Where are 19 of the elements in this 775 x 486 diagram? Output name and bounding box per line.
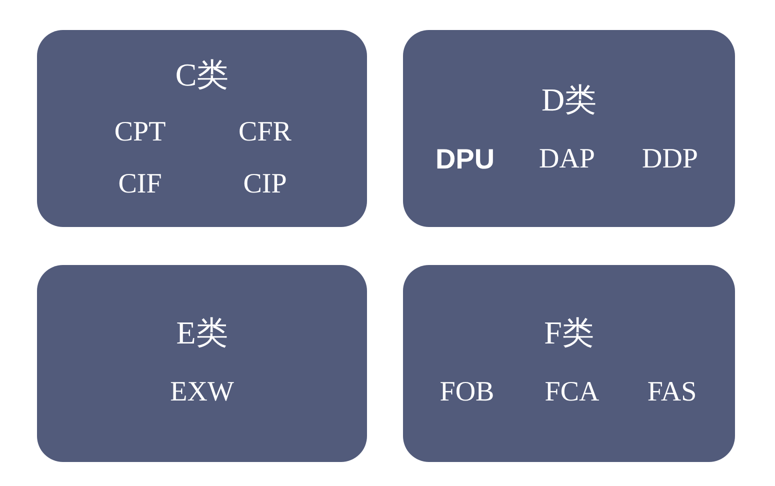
category-card [37, 30, 367, 227]
term-code: CIP [243, 170, 287, 200]
term-code: FAS [647, 378, 697, 408]
term-code: FOB [440, 378, 494, 408]
category-card [403, 265, 735, 462]
term-code: DDP [642, 144, 698, 176]
term-code: DAP [539, 144, 595, 176]
category-card [403, 30, 735, 227]
term-code: CIF [118, 170, 162, 200]
category-heading: E类 [176, 315, 228, 351]
term-code: DPU [435, 144, 495, 176]
category-heading: C类 [175, 57, 229, 93]
term-code: CFR [238, 118, 292, 148]
category-card [37, 265, 367, 462]
term-code: CPT [114, 118, 166, 148]
term-code: FCA [544, 378, 600, 408]
category-heading: F类 [544, 315, 594, 351]
category-heading: D类 [541, 82, 597, 118]
term-code: EXW [170, 378, 234, 408]
